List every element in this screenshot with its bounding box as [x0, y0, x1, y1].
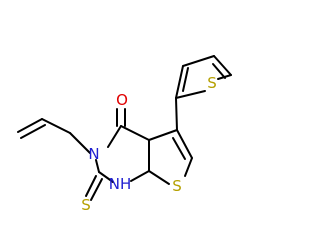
pyrimidine-bond-c2-n3 [95, 159, 100, 173]
pyrimidine-bond-c7a-n1 [130, 170, 150, 182]
thiophene-bond-s-c2 [175, 90, 206, 99]
thiophene-bond-c4-c5 [213, 55, 232, 76]
pyrimidine-bond-n1-c2 [98, 171, 114, 183]
allyl-nitrogen-atom-label: N [88, 145, 99, 163]
fused-thiophene-bond-c6-s7 [184, 157, 193, 177]
nh-atom-label: NH [109, 175, 132, 193]
allyl-single-bond-1 [41, 118, 71, 134]
thiophene-bond-c3-c4 [182, 55, 215, 67]
thiophene-bond-c2-c3-inner [182, 67, 189, 92]
thione-bond-a [85, 175, 97, 197]
oxygen-atom-label: O [116, 91, 128, 109]
molecule-structure-drawing: O N NH S S S [17, 55, 232, 214]
bond-layer [17, 55, 232, 201]
thiophene-bond-c2-c3 [175, 65, 184, 99]
allyl-single-bond-2 [69, 132, 91, 154]
fused-thiophene-bond-s7-c7a [148, 170, 170, 185]
molecule-structure-canvas: O N NH S S S [17, 55, 232, 214]
thiophene-bond-c4-c5-inner [212, 63, 226, 79]
thione-sulfur-atom-label: S [81, 196, 91, 214]
allyl-double-bond-inner [20, 124, 46, 139]
thione-bond-b [90, 178, 103, 201]
atom-label-layer: O N NH S S S [81, 74, 217, 214]
pyrimidine-bond-n3-c4 [107, 125, 122, 148]
fused-ring-sulfur-atom-label: S [172, 177, 182, 195]
thienyl-link-bond [175, 97, 178, 131]
fused-thiophene-bond-c5-c6 [176, 129, 193, 159]
thiophene-sulfur-atom-label: S [207, 74, 217, 92]
thiophene-bond-c5-s [217, 74, 232, 80]
fused-thiophene-bond-c4a-c5 [148, 129, 178, 141]
fused-thiophene-bond-c5-c6-inner [172, 137, 186, 160]
pyrimidine-bond-c4-c4a [120, 125, 150, 141]
allyl-double-bond [17, 118, 43, 133]
